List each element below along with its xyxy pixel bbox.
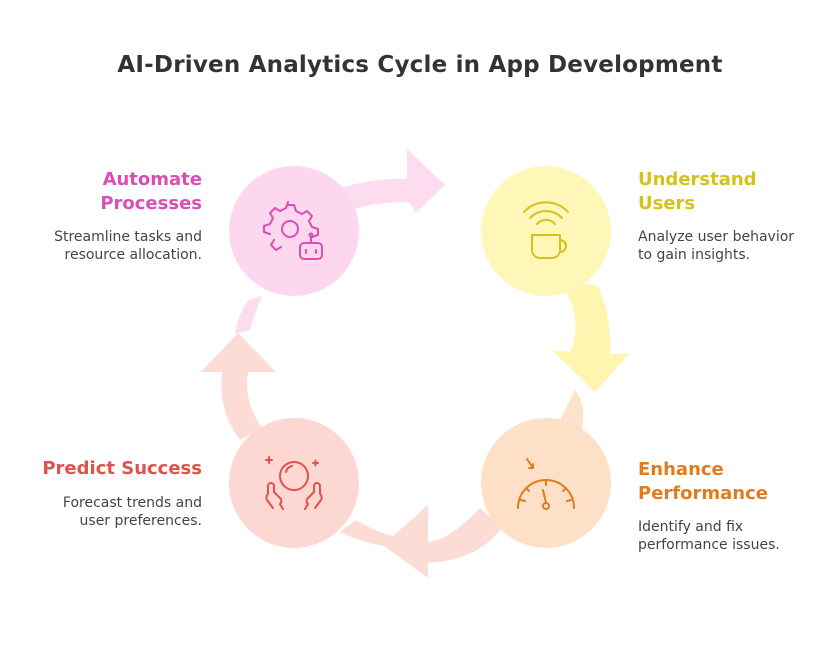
arrow-understand-to-enhance xyxy=(552,280,630,440)
step-title-automate-line1: Automate xyxy=(102,169,202,190)
step-desc-predict: Forecast trends and user preferences. xyxy=(0,494,202,530)
arrow-enhance-to-predict xyxy=(340,505,502,578)
step-desc-understand-line1: Analyze user behavior xyxy=(638,229,795,245)
step-desc-predict-line1: Forecast trends and xyxy=(62,495,202,511)
step-circle-understand xyxy=(481,166,611,296)
step-title-understand-line1: Understand xyxy=(638,169,757,190)
step-title-automate: Automate Processes xyxy=(0,168,202,216)
step-desc-predict-line2: user preferences. xyxy=(79,513,202,529)
arrow-predict-to-automate-seg xyxy=(235,296,262,334)
arrow-predict-to-automate-shape xyxy=(201,333,276,440)
step-desc-enhance-line2: performance issues. xyxy=(638,537,780,553)
step-desc-automate-line1: Streamline tasks and xyxy=(54,229,202,245)
step-desc-enhance-line1: Identify and fix xyxy=(638,519,744,535)
step-title-predict-line1: Predict Success xyxy=(42,458,202,479)
arrow-enhance-to-predict-seg xyxy=(340,520,405,548)
step-title-understand: Understand Users xyxy=(638,168,838,216)
coffee-signal-icon xyxy=(523,201,569,259)
step-desc-automate-line2: resource allocation. xyxy=(64,247,202,263)
step-desc-understand: Analyze user behavior to gain insights. xyxy=(638,228,838,264)
step-circle-predict xyxy=(229,418,359,548)
gear-robot-icon xyxy=(263,201,323,260)
step-title-automate-line2: Processes xyxy=(100,193,202,214)
step-title-predict: Predict Success xyxy=(0,457,202,481)
step-circle-automate xyxy=(229,166,359,296)
diagram-title: AI-Driven Analytics Cycle in App Develop… xyxy=(117,52,723,78)
arrow-enhance-to-predict-shape xyxy=(383,505,502,578)
step-title-enhance: Enhance Performance xyxy=(638,458,838,506)
step-desc-enhance: Identify and fix performance issues. xyxy=(638,518,838,554)
step-desc-automate: Streamline tasks and resource allocation… xyxy=(0,228,202,264)
step-title-enhance-line2: Performance xyxy=(638,483,768,504)
step-title-enhance-line1: Enhance xyxy=(638,459,724,480)
speedometer-icon xyxy=(517,458,575,510)
crystal-ball-hands-icon xyxy=(265,456,323,510)
step-desc-understand-line2: to gain insights. xyxy=(638,247,751,263)
step-title-understand-line2: Users xyxy=(638,193,696,214)
arrow-predict-to-automate xyxy=(201,296,276,440)
arrow-understand-to-enhance-shape xyxy=(552,280,630,392)
